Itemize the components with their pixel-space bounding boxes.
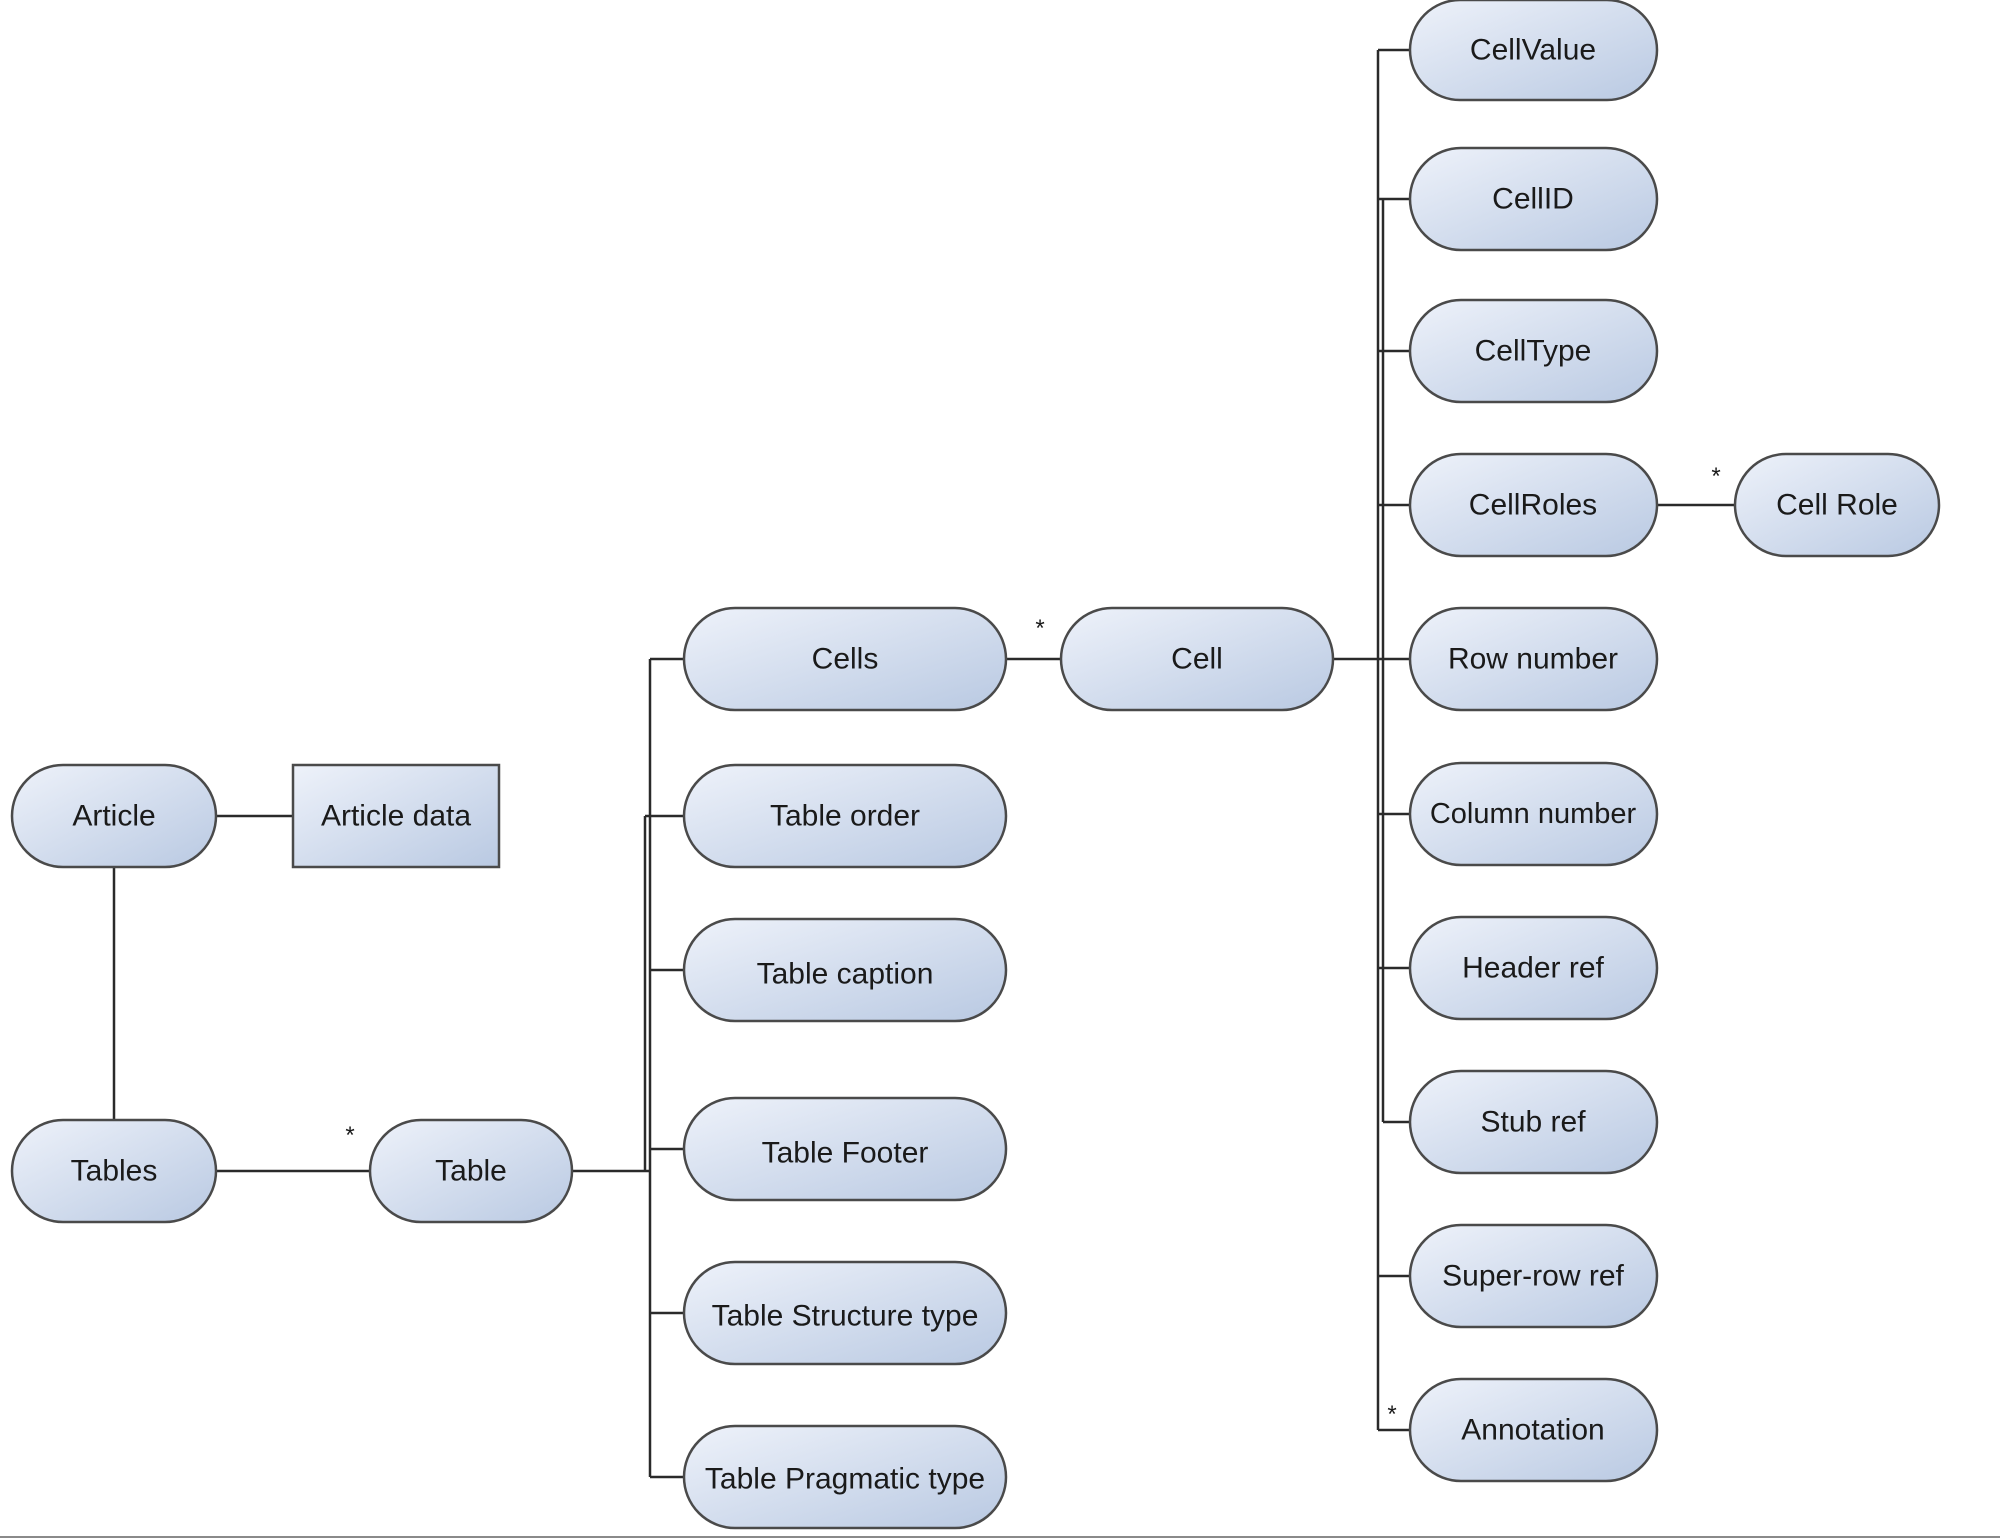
svg-text:Row number: Row number [1448,643,1618,676]
node-table-structure-type[interactable]: Table Structure type [682,1260,1008,1366]
node-column-number[interactable]: Column number [1408,761,1659,867]
node-annotation[interactable]: Annotation [1408,1377,1659,1483]
node-cell[interactable]: Cell [1059,606,1335,712]
svg-text:Table Structure type: Table Structure type [712,1300,979,1333]
node-table-order[interactable]: Table order [682,763,1008,869]
node-article[interactable]: Article [10,763,218,869]
svg-text:Table order: Table order [770,800,920,833]
svg-text:CellType: CellType [1475,335,1592,368]
svg-text:Annotation: Annotation [1461,1414,1604,1447]
node-table-footer[interactable]: Table Footer [682,1096,1008,1202]
node-table-pragmatic-type[interactable]: Table Pragmatic type [682,1424,1008,1530]
svg-text:CellValue: CellValue [1470,34,1596,67]
svg-text:Cell Role: Cell Role [1776,489,1898,522]
svg-text:Table: Table [435,1155,507,1188]
node-cell-value[interactable]: CellValue [1408,0,1659,102]
node-table-caption[interactable]: Table caption [682,917,1008,1023]
svg-text:Cell: Cell [1171,643,1223,676]
node-super-row-ref[interactable]: Super-row ref [1408,1223,1659,1329]
node-cell-type[interactable]: CellType [1408,298,1659,404]
nodes: Article Article data Tables Table Cells … [10,0,1941,1530]
svg-text:Cells: Cells [812,643,879,676]
svg-text:Header ref: Header ref [1462,952,1604,985]
connector-lines [112,48,1735,1479]
node-header-ref[interactable]: Header ref [1408,915,1659,1021]
node-cell-role[interactable]: Cell Role [1733,452,1941,558]
svg-text:CellID: CellID [1492,183,1574,216]
svg-text:Super-row ref: Super-row ref [1442,1260,1624,1293]
multiplicity-cells-cell: * [1035,615,1044,642]
node-row-number[interactable]: Row number [1408,606,1659,712]
svg-text:Column number: Column number [1430,798,1637,830]
svg-text:Table Pragmatic type: Table Pragmatic type [705,1463,985,1496]
node-cell-id[interactable]: CellID [1408,146,1659,252]
svg-text:Stub ref: Stub ref [1480,1106,1586,1139]
node-tables[interactable]: Tables [10,1118,218,1224]
svg-text:Article: Article [72,800,155,833]
svg-text:Table Footer: Table Footer [762,1137,929,1170]
multiplicity-marks: * * * * [345,463,1720,1428]
svg-text:CellRoles: CellRoles [1469,489,1597,522]
svg-text:Table caption: Table caption [757,958,934,991]
node-article-data[interactable]: Article data [291,763,501,869]
multiplicity-annotation: * [1387,1401,1396,1428]
svg-text:Article data: Article data [321,800,471,833]
node-table[interactable]: Table [368,1118,574,1224]
node-cells[interactable]: Cells [682,606,1008,712]
svg-text:Tables: Tables [71,1155,158,1188]
multiplicity-cellroles-cellrole: * [1711,463,1720,490]
node-stub-ref[interactable]: Stub ref [1408,1069,1659,1175]
multiplicity-tables-table: * [345,1122,354,1149]
node-cell-roles[interactable]: CellRoles [1408,452,1659,558]
